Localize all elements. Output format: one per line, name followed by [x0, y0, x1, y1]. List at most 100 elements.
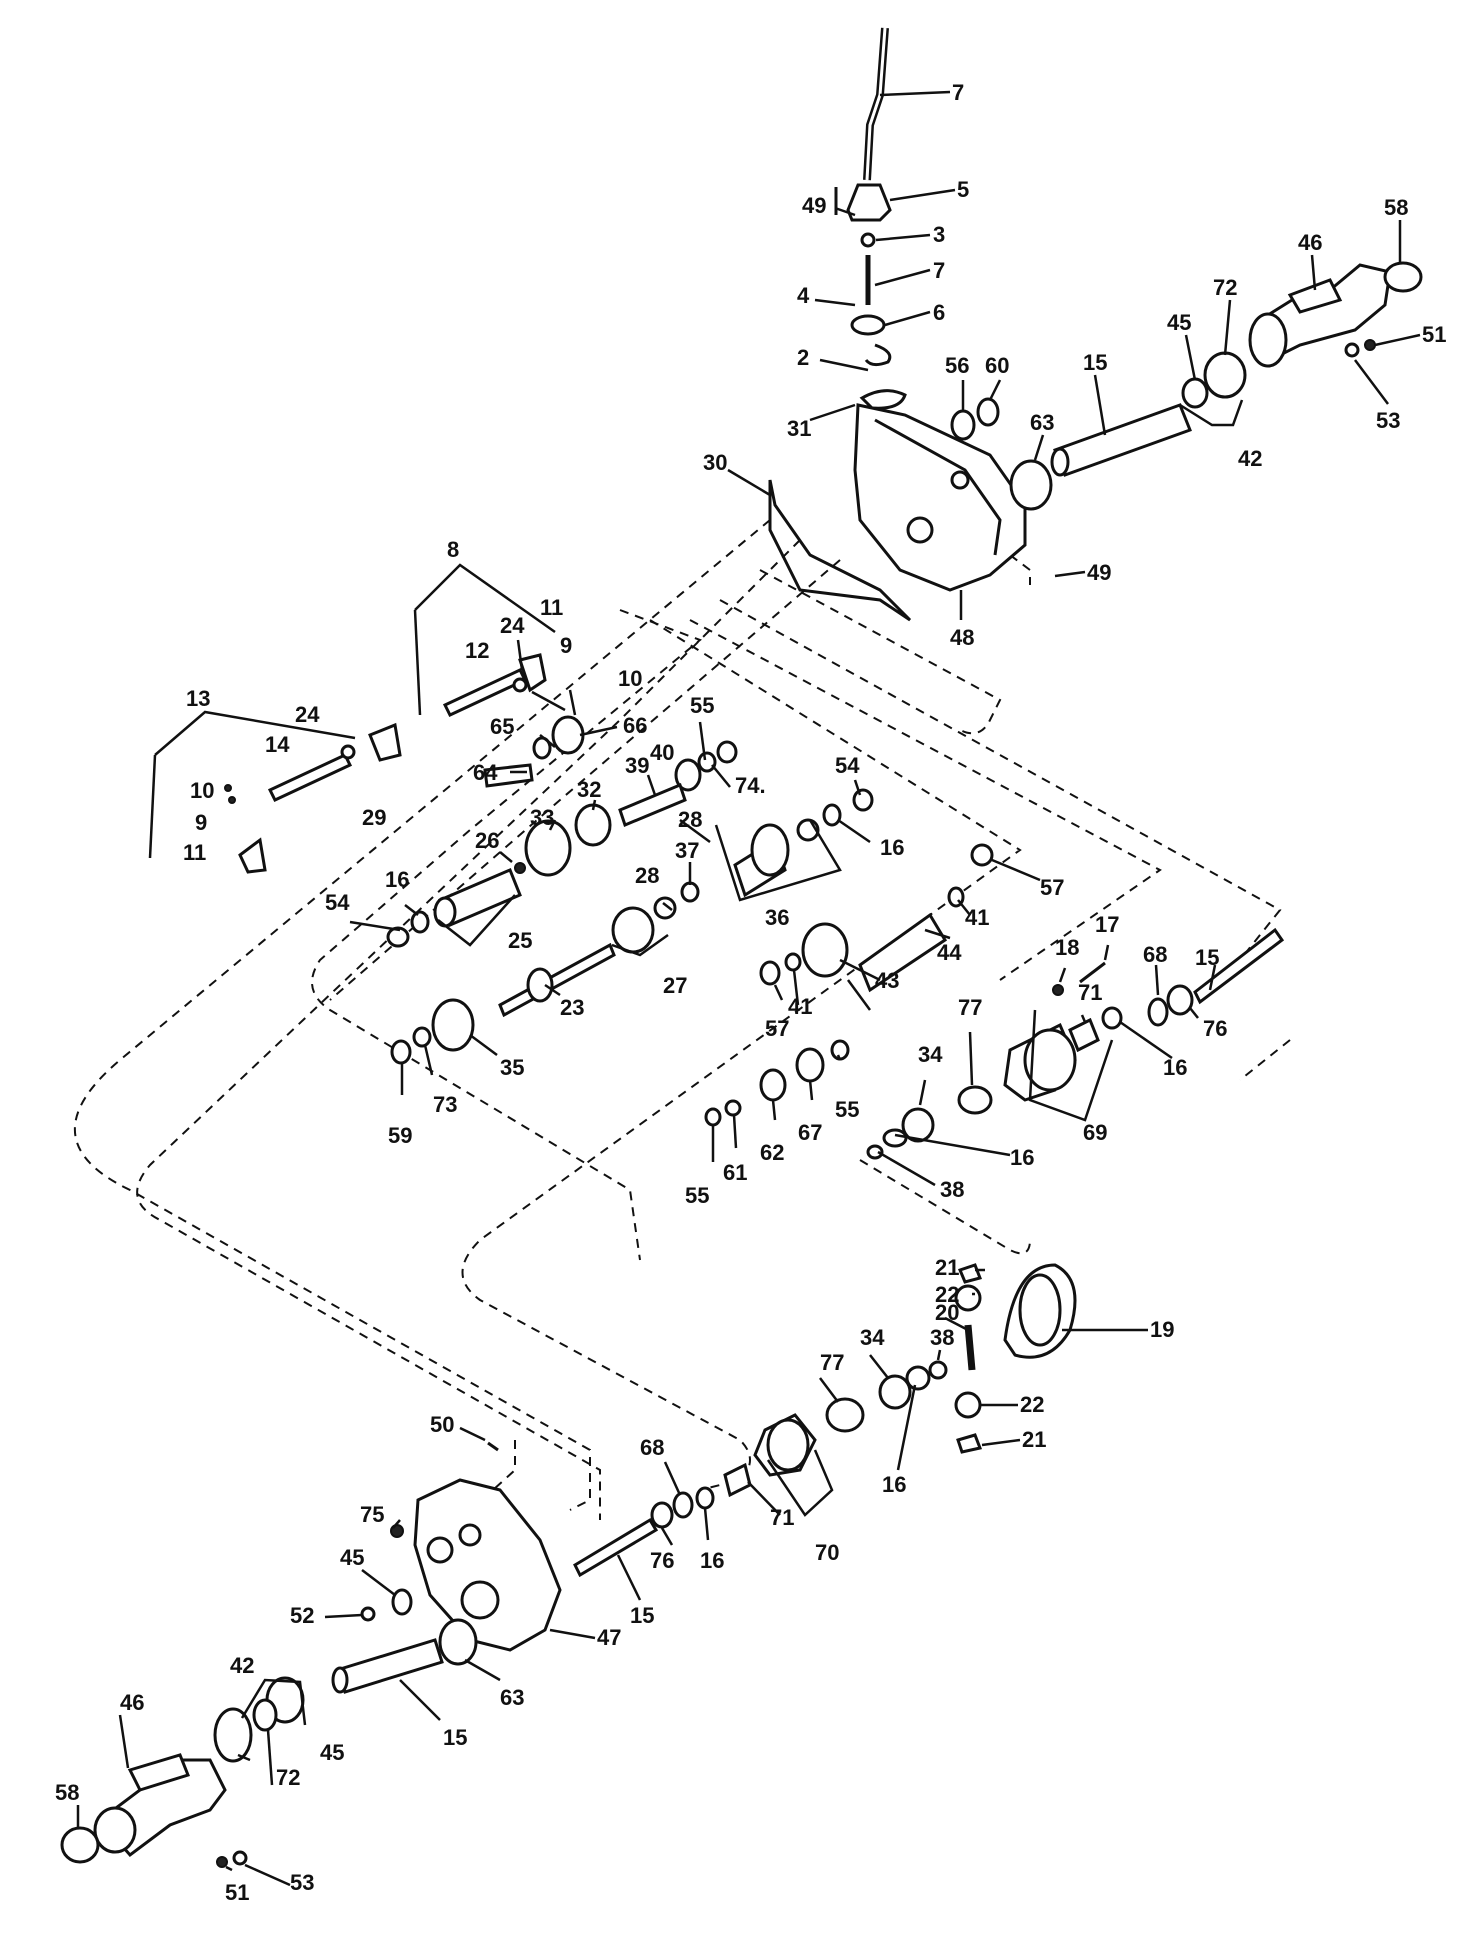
- callout-63-lower: 63: [500, 1685, 524, 1710]
- callout-45-lower: 45: [320, 1740, 344, 1765]
- callout-16-lower: 16: [882, 1472, 906, 1497]
- pin-20: [964, 1324, 976, 1371]
- shift-fork-13: [368, 722, 402, 762]
- callout-16-diff: 16: [1163, 1055, 1187, 1080]
- bolt-17: [1079, 961, 1106, 984]
- callout-75: 75: [360, 1502, 384, 1527]
- callout-35: 35: [500, 1055, 524, 1080]
- callout-41-upper: 41: [965, 905, 989, 930]
- callout-15-right: 15: [1195, 945, 1219, 970]
- callout-22-lower: 22: [1020, 1392, 1044, 1417]
- callout-45-mid: 45: [340, 1545, 364, 1570]
- callout-33: 33: [530, 805, 554, 830]
- callout-34-lower: 34: [860, 1325, 885, 1350]
- callout-39: 39: [625, 753, 649, 778]
- callout-62: 62: [760, 1140, 784, 1165]
- callout-49-top: 49: [802, 193, 826, 218]
- callout-63-top: 63: [1030, 410, 1054, 435]
- gear-cluster: [386, 715, 994, 1127]
- spring-9-lower: [228, 796, 236, 804]
- lever-cup: [850, 314, 886, 336]
- callout-31: 31: [787, 416, 811, 441]
- callout-9-upper: 9: [560, 633, 572, 658]
- shaft-64: [483, 763, 534, 788]
- callout-55-mid: 55: [835, 1097, 859, 1122]
- shaft-39: [618, 782, 687, 828]
- callout-70: 70: [815, 1540, 839, 1565]
- washer-77-b: [825, 1397, 865, 1433]
- callout-72-lower: 72: [276, 1765, 300, 1790]
- gear-33: [524, 819, 572, 877]
- callout-54-left: 54: [325, 890, 350, 915]
- bearing-54-left: [386, 926, 410, 948]
- callout-61: 61: [723, 1160, 747, 1185]
- callout-29: 29: [362, 805, 386, 830]
- callout-18: 18: [1055, 935, 1079, 960]
- pin-50: [487, 1441, 499, 1452]
- bearing-68-a: [1147, 997, 1169, 1027]
- callout-5: 5: [957, 177, 969, 202]
- callout-59: 59: [388, 1123, 412, 1148]
- bolt-51-lower: [216, 1856, 228, 1868]
- callout-58-top: 58: [1384, 195, 1408, 220]
- shift-lever-assembly: [834, 27, 907, 410]
- callout-68-upper: 68: [1143, 942, 1167, 967]
- seal-45-mid: [391, 1588, 413, 1616]
- callout-54-right: 54: [835, 753, 860, 778]
- bearing-63-lower: [438, 1618, 478, 1666]
- gear-62: [759, 1068, 787, 1102]
- washer-16-c: [1101, 1006, 1123, 1030]
- callout-24-upper: 24: [500, 613, 525, 638]
- pin-18: [1052, 984, 1064, 996]
- gear-27: [611, 906, 655, 954]
- callout-77-lower: 77: [820, 1350, 844, 1375]
- callout-51-top: 51: [1422, 322, 1446, 347]
- differential-assembly: [573, 927, 1285, 1578]
- washer-61: [724, 1099, 742, 1117]
- bearing-55-mid: [830, 1039, 850, 1061]
- bearing-63: [1009, 459, 1053, 511]
- callout-43: 43: [875, 968, 899, 993]
- bearing-55-top: [716, 740, 738, 764]
- callout-46-lower: 46: [120, 1690, 144, 1715]
- washer-16-d: [882, 1128, 908, 1148]
- callout-27: 27: [663, 973, 687, 998]
- gear-22-top: [954, 1284, 982, 1312]
- callout-23: 23: [560, 995, 584, 1020]
- gasket-31: [859, 389, 907, 410]
- callout-10-upper: 10: [618, 666, 642, 691]
- washer-37: [680, 881, 700, 903]
- transmission-case-upper: [768, 403, 1027, 622]
- spacer-71-b: [723, 1462, 752, 1498]
- callout-67: 67: [798, 1120, 822, 1145]
- callout-68-lower: 68: [640, 1435, 664, 1460]
- gear-40: [674, 758, 702, 792]
- callout-48: 48: [950, 625, 974, 650]
- washer-16-b: [822, 803, 842, 827]
- gear-67: [795, 1047, 825, 1083]
- callout-66: 66: [623, 713, 647, 738]
- callout-53-top: 53: [1376, 408, 1400, 433]
- callout-38-upper: 38: [940, 1177, 964, 1202]
- seal-76-a: [1166, 984, 1194, 1016]
- right-axle-assembly: [950, 261, 1423, 511]
- key-26: [514, 862, 526, 874]
- callout-21-upper: 21: [935, 1255, 959, 1280]
- pinion-34-b: [878, 1374, 912, 1410]
- washer-3: [860, 232, 876, 248]
- callout-55-low: 55: [685, 1183, 709, 1208]
- seal-76-b: [650, 1501, 674, 1529]
- washer-73: [412, 1026, 432, 1048]
- callout-77-upper: 77: [958, 995, 982, 1020]
- callout-64: 64: [473, 760, 498, 785]
- gear-35: [431, 998, 475, 1052]
- callout-44: 44: [937, 940, 962, 965]
- callout-57-upper: 57: [1040, 875, 1064, 900]
- washer-74: [697, 751, 717, 773]
- gear-66: [551, 715, 585, 755]
- gear-22-bottom: [954, 1391, 982, 1419]
- oring-72-upper: [1203, 351, 1247, 399]
- callout-11-lower: 11: [183, 840, 206, 865]
- lever-boot: [846, 183, 892, 222]
